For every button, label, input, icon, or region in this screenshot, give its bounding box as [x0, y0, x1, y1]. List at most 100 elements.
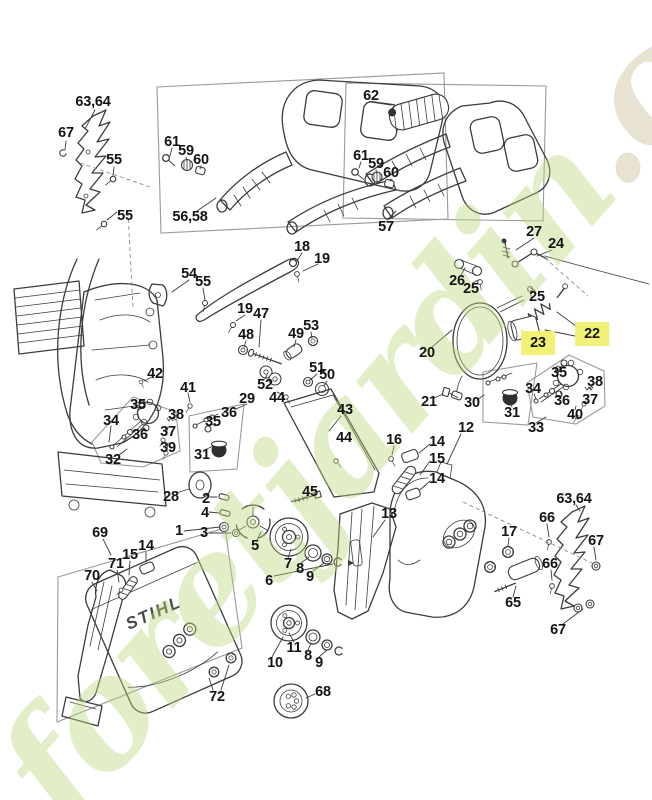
part-label-51: 51: [309, 360, 325, 376]
oil-pump-32-drawing: [109, 398, 174, 461]
part-label-23: 23: [521, 331, 555, 355]
part-label-68: 68: [315, 684, 331, 700]
part-label-40: 40: [567, 407, 583, 423]
part-label-36: 36: [132, 427, 148, 443]
part-label-5: 5: [251, 538, 259, 554]
rim-sprocket-68-drawing: [273, 683, 309, 719]
part-label-34: 34: [525, 381, 541, 397]
grip-62: [388, 93, 450, 132]
part-label-34: 34: [103, 413, 119, 429]
bar-stud-65-drawing: [507, 556, 544, 581]
part-label-37: 37: [160, 424, 176, 440]
construction-lines: [79, 162, 593, 564]
part-label-59: 59: [368, 156, 384, 172]
inset-boxes: [56, 72, 606, 723]
inset-box-oiler-29: [188, 403, 245, 473]
part-label-52: 52: [257, 377, 273, 393]
part-label-57: 57: [378, 219, 394, 235]
part-label-25: 25: [463, 281, 479, 297]
part-label-69: 69: [92, 525, 108, 541]
part-label-26: 26: [449, 273, 465, 289]
part-label-15: 15: [429, 451, 445, 467]
part-label-29: 29: [239, 391, 255, 407]
spike-bumper-left-drawing: [58, 109, 118, 234]
part-label-38: 38: [587, 374, 603, 390]
part-label-53: 53: [303, 318, 319, 334]
part-label-14: 14: [429, 471, 445, 487]
part-label-41: 41: [180, 380, 196, 396]
part-label-17: 17: [501, 524, 517, 540]
part-label-9: 9: [306, 569, 314, 585]
part-label-67: 67: [550, 622, 566, 638]
band-bolt-21-drawing: [441, 387, 459, 399]
part-label-20: 20: [419, 345, 435, 361]
part-label-30: 30: [464, 395, 480, 411]
part-label-36: 36: [554, 393, 570, 409]
part-label-63-64: 63,64: [75, 94, 111, 110]
engine-drawing: [13, 258, 167, 518]
part-label-60: 60: [193, 152, 209, 168]
part-label-60: 60: [383, 165, 399, 181]
part-label-31: 31: [504, 405, 520, 421]
part-label-65: 65: [505, 595, 521, 611]
part-label-9: 9: [315, 655, 323, 671]
inset-hex-oil-pump-32: [91, 396, 181, 468]
part-label-61: 61: [353, 148, 369, 164]
part-label-11: 11: [286, 640, 302, 656]
part-label-31: 31: [194, 447, 210, 463]
part-label-10: 10: [267, 655, 283, 671]
part-label-33: 33: [528, 420, 544, 436]
part-label-14: 14: [429, 434, 445, 450]
part-label-55: 55: [106, 152, 122, 168]
part-label-59: 59: [178, 143, 194, 159]
part-label-45: 45: [302, 484, 318, 500]
hardware-cluster-drawing: [237, 335, 330, 405]
part-label-42: 42: [147, 366, 163, 382]
inset-box-cover-69: [56, 527, 243, 723]
inset-hex-oil-pump-33: [526, 354, 606, 425]
part-label-15: 15: [122, 547, 138, 563]
brake-linkage-drawing: [441, 238, 650, 401]
part-label-66: 66: [542, 556, 558, 572]
clutch-cover-12-drawing: [332, 448, 544, 618]
pivot-bracket-54: [148, 283, 168, 307]
part-label-66: 66: [539, 510, 555, 526]
part-label-70: 70: [84, 568, 100, 584]
part-label-49: 49: [288, 326, 304, 342]
part-label-27: 27: [526, 224, 542, 240]
part-label-28: 28: [163, 489, 179, 505]
part-label-35: 35: [551, 365, 567, 381]
part-label-19: 19: [237, 301, 253, 317]
part-label-13: 13: [381, 506, 397, 522]
handlebar-a-nut-60: [195, 165, 206, 176]
part-label-43: 43: [337, 402, 353, 418]
part-label-50: 50: [319, 367, 335, 383]
part-label-25: 25: [529, 289, 545, 305]
part-label-22: 22: [575, 322, 609, 346]
part-label-35: 35: [205, 414, 221, 430]
part-label-67: 67: [58, 125, 74, 141]
part-label-39: 39: [160, 440, 176, 456]
side-plate-43-drawing: [283, 388, 380, 498]
part-label-3: 3: [200, 525, 208, 541]
part-label-36: 36: [221, 405, 237, 421]
part-label-7: 7: [284, 556, 292, 572]
part-label-54: 54: [181, 266, 197, 282]
part-label-4: 4: [201, 505, 209, 521]
part-label-56-58: 56,58: [172, 209, 208, 225]
oil-pump-33-drawing: [533, 359, 594, 424]
part-label-62: 62: [363, 88, 379, 104]
part-label-14: 14: [138, 538, 154, 554]
part-label-18: 18: [294, 239, 310, 255]
part-label-12: 12: [458, 420, 474, 436]
part-label-44: 44: [269, 390, 285, 406]
inner-plate-13-drawing: [333, 502, 397, 620]
part-label-37: 37: [582, 392, 598, 408]
part-label-35: 35: [130, 397, 146, 413]
sprocket-kit-drawing: [270, 604, 343, 719]
oiler-box-30-drawing: [485, 372, 519, 406]
part-label-6: 6: [265, 573, 273, 589]
